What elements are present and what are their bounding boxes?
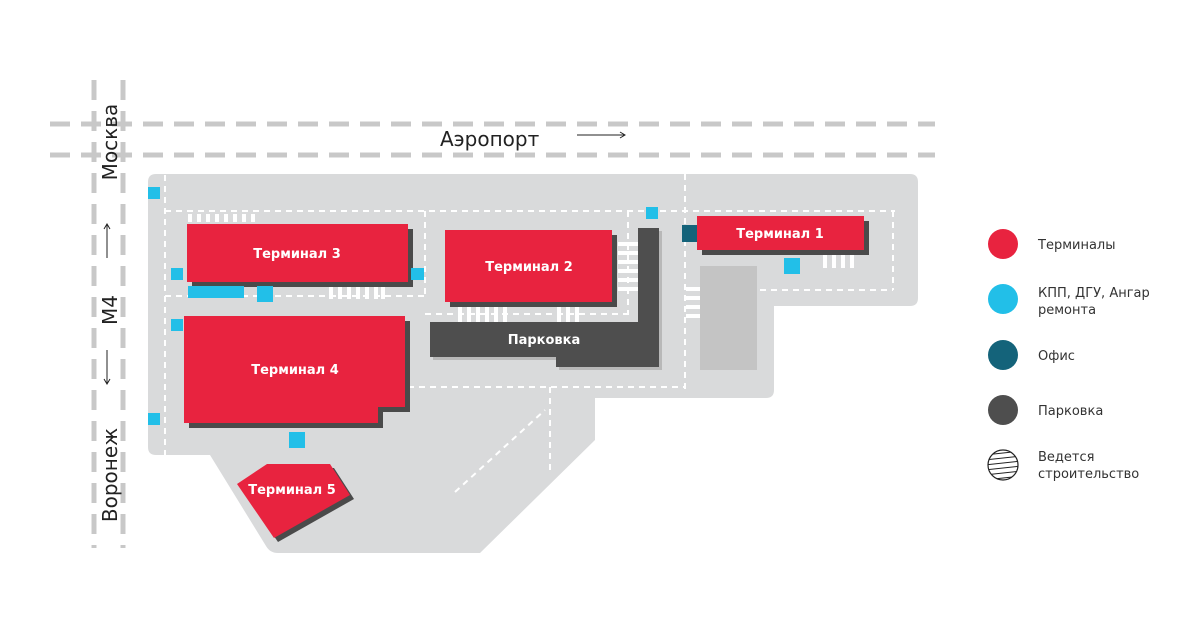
legend-item-terminals: Терминалы — [988, 229, 1116, 259]
terminal-5-label: Терминал 5 — [248, 483, 336, 498]
legend-label: Офис — [1038, 349, 1075, 364]
checkpoint-marker[interactable] — [171, 268, 183, 280]
legend-item-office: Офис — [988, 340, 1075, 370]
hangar-marker[interactable] — [188, 286, 244, 298]
teal-circle-icon — [988, 340, 1018, 370]
office-marker[interactable] — [682, 225, 697, 242]
red-circle-icon — [988, 229, 1018, 259]
legend-item-parking: Парковка — [988, 395, 1103, 425]
internal-lanes — [164, 174, 895, 493]
arrow-up-icon — [103, 223, 111, 258]
checkpoint-marker[interactable] — [646, 207, 658, 219]
hatched-circle-icon — [987, 449, 1019, 481]
parking-area[interactable] — [430, 228, 659, 367]
dark-circle-icon — [988, 395, 1018, 425]
checkpoint-marker[interactable] — [784, 258, 800, 274]
legend-label: Ведется — [1038, 450, 1094, 465]
crosswalk — [686, 287, 700, 318]
legend-label: ремонта — [1038, 303, 1096, 318]
highway-roads — [50, 80, 935, 548]
terminal-4[interactable]: Терминал 4 — [184, 316, 410, 428]
voronezh-label: Воронеж — [98, 428, 122, 522]
crosswalk — [188, 214, 255, 222]
checkpoint-marker[interactable] — [171, 319, 183, 331]
terminal-1[interactable]: Терминал 1 — [697, 216, 869, 255]
checkpoint-marker[interactable] — [289, 432, 305, 448]
crosswalk — [329, 287, 385, 299]
legend: Терминалы КПП, ДГУ, Ангар ремонта Офис П… — [987, 229, 1150, 482]
checkpoint-marker[interactable] — [411, 268, 424, 280]
checkpoint-marker[interactable] — [148, 187, 160, 199]
legend-label: КПП, ДГУ, Ангар — [1038, 286, 1150, 301]
cyan-circle-icon — [988, 284, 1018, 314]
crosswalk — [458, 307, 579, 322]
legend-label: строительство — [1038, 467, 1139, 482]
m4-label: М4 — [98, 295, 122, 325]
construction-area — [700, 266, 757, 370]
legend-label: Парковка — [1038, 404, 1103, 419]
arrow-down-icon — [103, 350, 111, 385]
terminal-2-label: Терминал 2 — [485, 260, 573, 275]
terminal-3[interactable]: Терминал 3 — [187, 224, 413, 287]
checkpoint-marker[interactable] — [257, 286, 273, 302]
legend-item-checkpoints: КПП, ДГУ, Ангар ремонта — [988, 284, 1150, 318]
crosswalks — [188, 214, 854, 322]
legend-label: Терминалы — [1037, 238, 1116, 253]
terminal-3-label: Терминал 3 — [253, 247, 341, 262]
airport-road-label: Аэропорт — [440, 127, 540, 151]
checkpoint-marker[interactable] — [148, 413, 160, 425]
terminal-5[interactable]: Терминал 5 — [237, 464, 354, 542]
checkpoints — [148, 187, 800, 448]
terminal-2[interactable]: Терминал 2 — [445, 230, 617, 307]
crosswalk — [823, 254, 854, 268]
legend-item-construction: Ведется строительство — [987, 449, 1139, 482]
crosswalk — [618, 242, 638, 291]
parking-label: Парковка — [508, 333, 581, 348]
arrow-right-icon — [577, 131, 626, 139]
terminal-4-label: Терминал 4 — [251, 363, 339, 378]
terminal-1-label: Терминал 1 — [736, 227, 824, 242]
moscow-label: Москва — [98, 104, 122, 181]
